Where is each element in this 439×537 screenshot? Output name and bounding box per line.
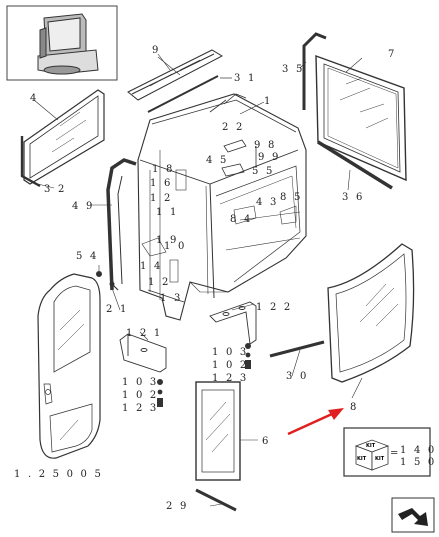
label-102b: 1 0 2 <box>122 390 158 401</box>
label-7: 7 <box>388 49 397 60</box>
label-4: 4 <box>30 93 39 104</box>
door-seal-part <box>106 158 137 291</box>
label-122: 1 2 2 <box>256 302 292 313</box>
door-part <box>37 273 101 459</box>
front-windshield-part <box>327 243 415 383</box>
label-99: 9 9 <box>258 152 281 163</box>
label-32: 3 2 <box>44 184 67 195</box>
left-upper-window-part <box>23 89 105 185</box>
label-13: 1 3 <box>160 293 183 304</box>
roof-strip-part <box>127 49 224 101</box>
roof-seal-part <box>147 75 219 113</box>
label-98: 9 8 <box>254 140 277 151</box>
thumbnail-machine-icon <box>6 5 118 81</box>
lower-seal-part <box>269 340 325 358</box>
bolt-icon <box>96 271 119 291</box>
label-31: 3 1 <box>234 73 257 84</box>
label-55: 5 5 <box>252 166 275 177</box>
cab-frame-part <box>137 93 307 321</box>
label-1: 1 <box>264 96 273 107</box>
right-rear-window-part <box>315 54 407 182</box>
window-seal-part <box>20 136 41 188</box>
kit-code-150: 1 5 0 <box>400 457 436 468</box>
label-12a: 1 2 <box>150 193 173 204</box>
label-18: 1 8 <box>152 164 175 175</box>
part-labels: 1 4 3 2 9 3 1 3 5 7 3 6 2 2 9 8 9 9 4 5 … <box>14 45 436 512</box>
lower-front-window-part <box>195 381 241 481</box>
label-45: 4 5 <box>206 155 229 166</box>
label-21: 2 1 <box>106 304 129 315</box>
bottom-strip-part <box>195 488 237 512</box>
label-16: 1 6 <box>150 178 173 189</box>
kit-box-left-label: KIT <box>357 456 367 462</box>
mount-bracket-121 <box>119 333 167 373</box>
label-12b: 1 2 <box>148 277 171 288</box>
kit-equals: = <box>390 448 401 459</box>
next-page-arrow-icon[interactable] <box>391 497 435 533</box>
mount-bracket-122 <box>209 301 257 345</box>
roof-handle-part <box>221 163 245 177</box>
label-30: 3 0 <box>286 371 309 382</box>
label-85: 8 5 <box>280 192 303 203</box>
label-102a: 1 0 2 <box>212 360 248 371</box>
label-121: 1 2 1 <box>126 328 162 339</box>
label-29: 2 9 <box>166 501 189 512</box>
roof-bracket-part <box>223 139 247 153</box>
kit-box-top-label: KIT <box>366 443 376 449</box>
label-103b: 1 0 3 <box>122 377 158 388</box>
label-22: 2 2 <box>222 122 245 133</box>
label-9: 9 <box>152 45 161 56</box>
label-123b: 1 2 3 <box>122 403 158 414</box>
label-11: 1 1 <box>156 207 179 218</box>
label-103a: 1 0 3 <box>212 347 248 358</box>
label-10: 1 0 <box>164 241 187 252</box>
kit-box-icon: KIT KIT KIT <box>343 427 431 477</box>
label-door-code: 1 . 2 5 0 0 5 <box>14 469 103 480</box>
label-35: 3 5 <box>282 64 305 75</box>
label-54: 5 4 <box>76 251 99 262</box>
fastener-stack-right <box>245 343 251 369</box>
label-6: 6 <box>262 436 271 447</box>
label-123a: 1 2 3 <box>212 373 248 384</box>
kit-box-right-label: KIT <box>375 456 385 462</box>
label-14: 1 4 <box>140 261 163 272</box>
label-49: 4 9 <box>72 201 95 212</box>
bottom-seal-part <box>317 140 393 190</box>
leader-lines <box>33 53 363 507</box>
label-36: 3 6 <box>342 192 365 203</box>
fastener-stack-left <box>157 379 163 407</box>
label-84: 8 4 <box>230 214 253 225</box>
label-19: 1 9 <box>156 235 179 246</box>
kit-code-140: 1 4 0 <box>400 445 436 456</box>
label-43: 4 3 <box>256 197 279 208</box>
frame-seal-part <box>302 32 327 110</box>
pointer-arrow-icon <box>287 408 344 436</box>
label-8: 8 <box>350 402 359 413</box>
